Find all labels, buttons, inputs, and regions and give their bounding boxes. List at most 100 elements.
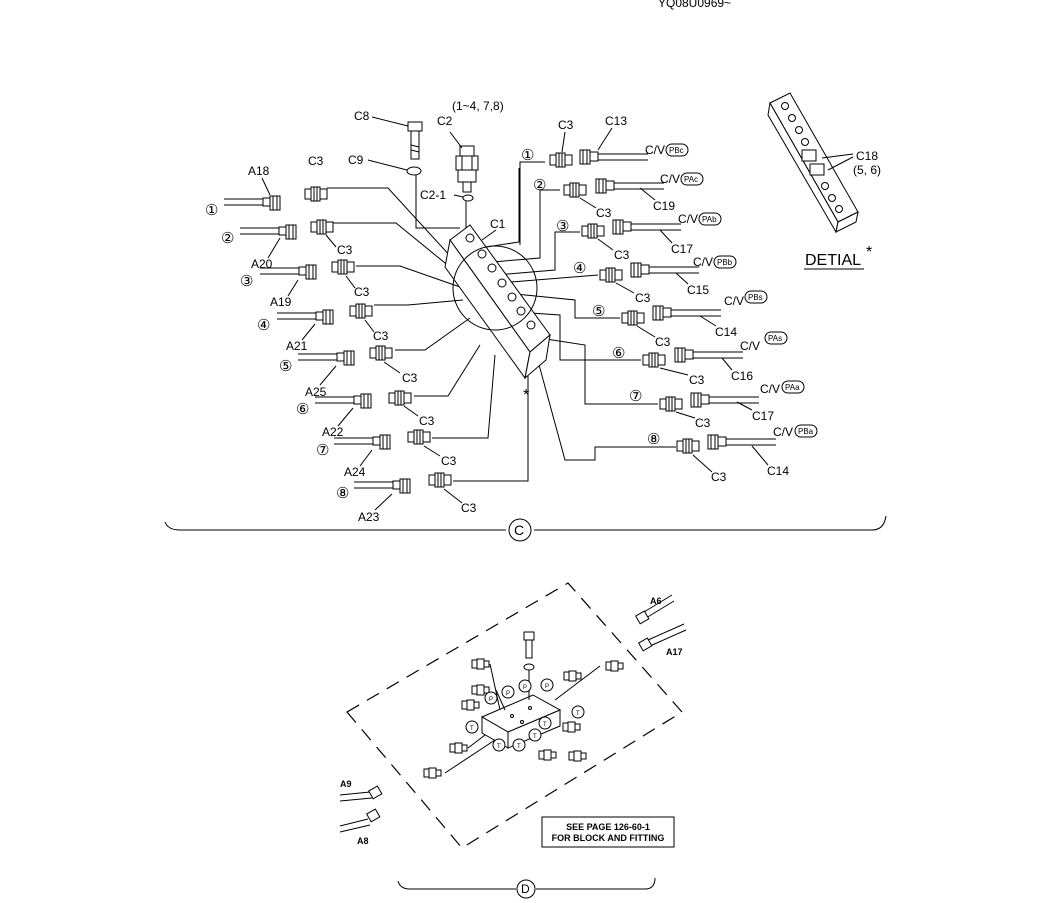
svg-text:PBs: PBs bbox=[748, 293, 763, 302]
switch-note: (1~4, 7,8) bbox=[452, 99, 504, 113]
svg-text:②: ② bbox=[221, 230, 234, 247]
svg-text:C/V: C/V bbox=[724, 294, 744, 308]
right-port-8: ⑧ C3 C14 C/V PBa bbox=[647, 424, 818, 484]
right-port-5: ⑤ C3 C14 C/V PBs bbox=[592, 290, 768, 349]
svg-text:C3: C3 bbox=[558, 118, 574, 132]
svg-text:C3: C3 bbox=[373, 329, 389, 343]
lower-assembly: P P P P T T T T T T A6 A17 bbox=[339, 582, 687, 899]
svg-text:④: ④ bbox=[573, 260, 586, 277]
left-routing-lines bbox=[327, 168, 529, 482]
svg-text:C17: C17 bbox=[752, 409, 774, 423]
svg-text:⑦: ⑦ bbox=[316, 442, 329, 459]
detail-view bbox=[767, 92, 859, 234]
svg-text:⑤: ⑤ bbox=[279, 358, 292, 375]
right-port-4: ④ C3 C15 C/V PBb bbox=[573, 255, 737, 305]
asterisk-mark: * bbox=[523, 387, 529, 404]
svg-text:A19: A19 bbox=[270, 295, 292, 309]
svg-text:C3: C3 bbox=[689, 373, 705, 387]
svg-text:P: P bbox=[523, 685, 527, 691]
svg-text:P: P bbox=[506, 691, 510, 697]
hose-a6-a17 bbox=[634, 594, 687, 652]
note-line-2: FOR BLOCK AND FITTING bbox=[552, 833, 665, 843]
svg-text:②: ② bbox=[533, 177, 546, 194]
bolt-label: C8 bbox=[354, 109, 370, 123]
group-d-badge bbox=[516, 879, 536, 899]
svg-text:C/V: C/V bbox=[645, 143, 665, 157]
o-ring bbox=[462, 194, 474, 202]
svg-text:A20: A20 bbox=[251, 257, 273, 271]
svg-text:T: T bbox=[533, 734, 537, 740]
svg-text:⑤: ⑤ bbox=[592, 303, 605, 320]
right-routing-lines bbox=[491, 161, 676, 461]
svg-text:A24: A24 bbox=[344, 465, 366, 479]
svg-text:C/V: C/V bbox=[773, 425, 793, 439]
group-d-label: D bbox=[521, 882, 530, 896]
svg-text:③: ③ bbox=[556, 218, 569, 235]
svg-text:C3: C3 bbox=[635, 291, 651, 305]
note-line-1: SEE PAGE 126-60-1 bbox=[566, 822, 650, 832]
svg-text:C16: C16 bbox=[731, 369, 753, 383]
block-label: C1 bbox=[490, 217, 506, 231]
svg-text:C13: C13 bbox=[605, 114, 627, 128]
svg-text:C/V: C/V bbox=[760, 382, 780, 396]
left-port-7: ⑦ A24 C3 bbox=[316, 429, 457, 479]
svg-text:C3: C3 bbox=[354, 285, 370, 299]
svg-text:C3: C3 bbox=[711, 470, 727, 484]
svg-text:A23: A23 bbox=[358, 510, 380, 524]
svg-text:A22: A22 bbox=[322, 425, 344, 439]
svg-text:T: T bbox=[517, 744, 521, 750]
note-box bbox=[541, 816, 675, 848]
left-port-1: ① A18 bbox=[205, 164, 328, 219]
svg-text:PAc: PAc bbox=[684, 175, 698, 184]
svg-text:C14: C14 bbox=[715, 325, 737, 339]
svg-text:④: ④ bbox=[257, 317, 270, 334]
svg-text:③: ③ bbox=[240, 273, 253, 290]
group-bracket-d bbox=[397, 877, 656, 890]
detail-title: DETIAL bbox=[805, 252, 861, 269]
svg-text:P: P bbox=[489, 697, 493, 703]
left-port-3: ③ A19 C3 bbox=[240, 259, 370, 309]
svg-text:C3: C3 bbox=[695, 416, 711, 430]
svg-text:C3: C3 bbox=[402, 371, 418, 385]
svg-text:C19: C19 bbox=[653, 199, 675, 213]
left-port-5: ⑤ A25 C3 bbox=[279, 345, 418, 399]
detail-plug-label: C18 bbox=[856, 149, 878, 163]
svg-text:C/V: C/V bbox=[740, 339, 760, 353]
svg-text:T: T bbox=[497, 744, 501, 750]
svg-text:T: T bbox=[576, 711, 580, 717]
svg-text:①: ① bbox=[521, 147, 534, 164]
svg-text:PAb: PAb bbox=[702, 215, 717, 224]
left-port-6: ⑥ A22 C3 bbox=[296, 390, 435, 439]
group-c-badge bbox=[508, 518, 532, 542]
top-adapter-label: C3 bbox=[308, 154, 324, 168]
svg-text:PBc: PBc bbox=[669, 146, 684, 155]
central-block bbox=[444, 224, 551, 380]
svg-text:PAs: PAs bbox=[768, 334, 782, 343]
group-c-label: C bbox=[514, 522, 524, 538]
hose-a6-label: A6 bbox=[650, 596, 662, 606]
svg-text:C17: C17 bbox=[671, 242, 693, 256]
right-port-6: ⑥ C3 C16 C/V PAs bbox=[612, 331, 788, 387]
svg-text:⑧: ⑧ bbox=[336, 485, 349, 502]
svg-text:C14: C14 bbox=[767, 464, 789, 478]
hose-a17-label: A17 bbox=[666, 647, 683, 657]
svg-text:A25: A25 bbox=[305, 385, 327, 399]
svg-text:T: T bbox=[543, 722, 547, 728]
right-port-7: ⑦ C3 C17 C/V PAa bbox=[629, 380, 805, 430]
detail-plug-note: (5, 6) bbox=[853, 163, 881, 177]
svg-text:A18: A18 bbox=[248, 164, 270, 178]
right-port-2: ② C3 C19 C/V PAc bbox=[533, 172, 704, 220]
svg-text:⑥: ⑥ bbox=[296, 401, 309, 418]
switch-label: C2 bbox=[437, 114, 453, 128]
svg-text:C3: C3 bbox=[614, 248, 630, 262]
drawing-code: YQ08U0969~ bbox=[658, 0, 731, 10]
port-tags: P P P P T T T T T T bbox=[465, 678, 585, 752]
svg-text:C3: C3 bbox=[596, 206, 612, 220]
svg-text:C/V: C/V bbox=[678, 212, 698, 226]
right-port-1: ① C3 C13 C/V PBc bbox=[521, 114, 689, 168]
left-port-8: ⑧ A23 C3 bbox=[336, 472, 477, 524]
svg-text:PBa: PBa bbox=[798, 427, 814, 436]
svg-text:P: P bbox=[545, 684, 549, 690]
svg-text:C3: C3 bbox=[419, 414, 435, 428]
